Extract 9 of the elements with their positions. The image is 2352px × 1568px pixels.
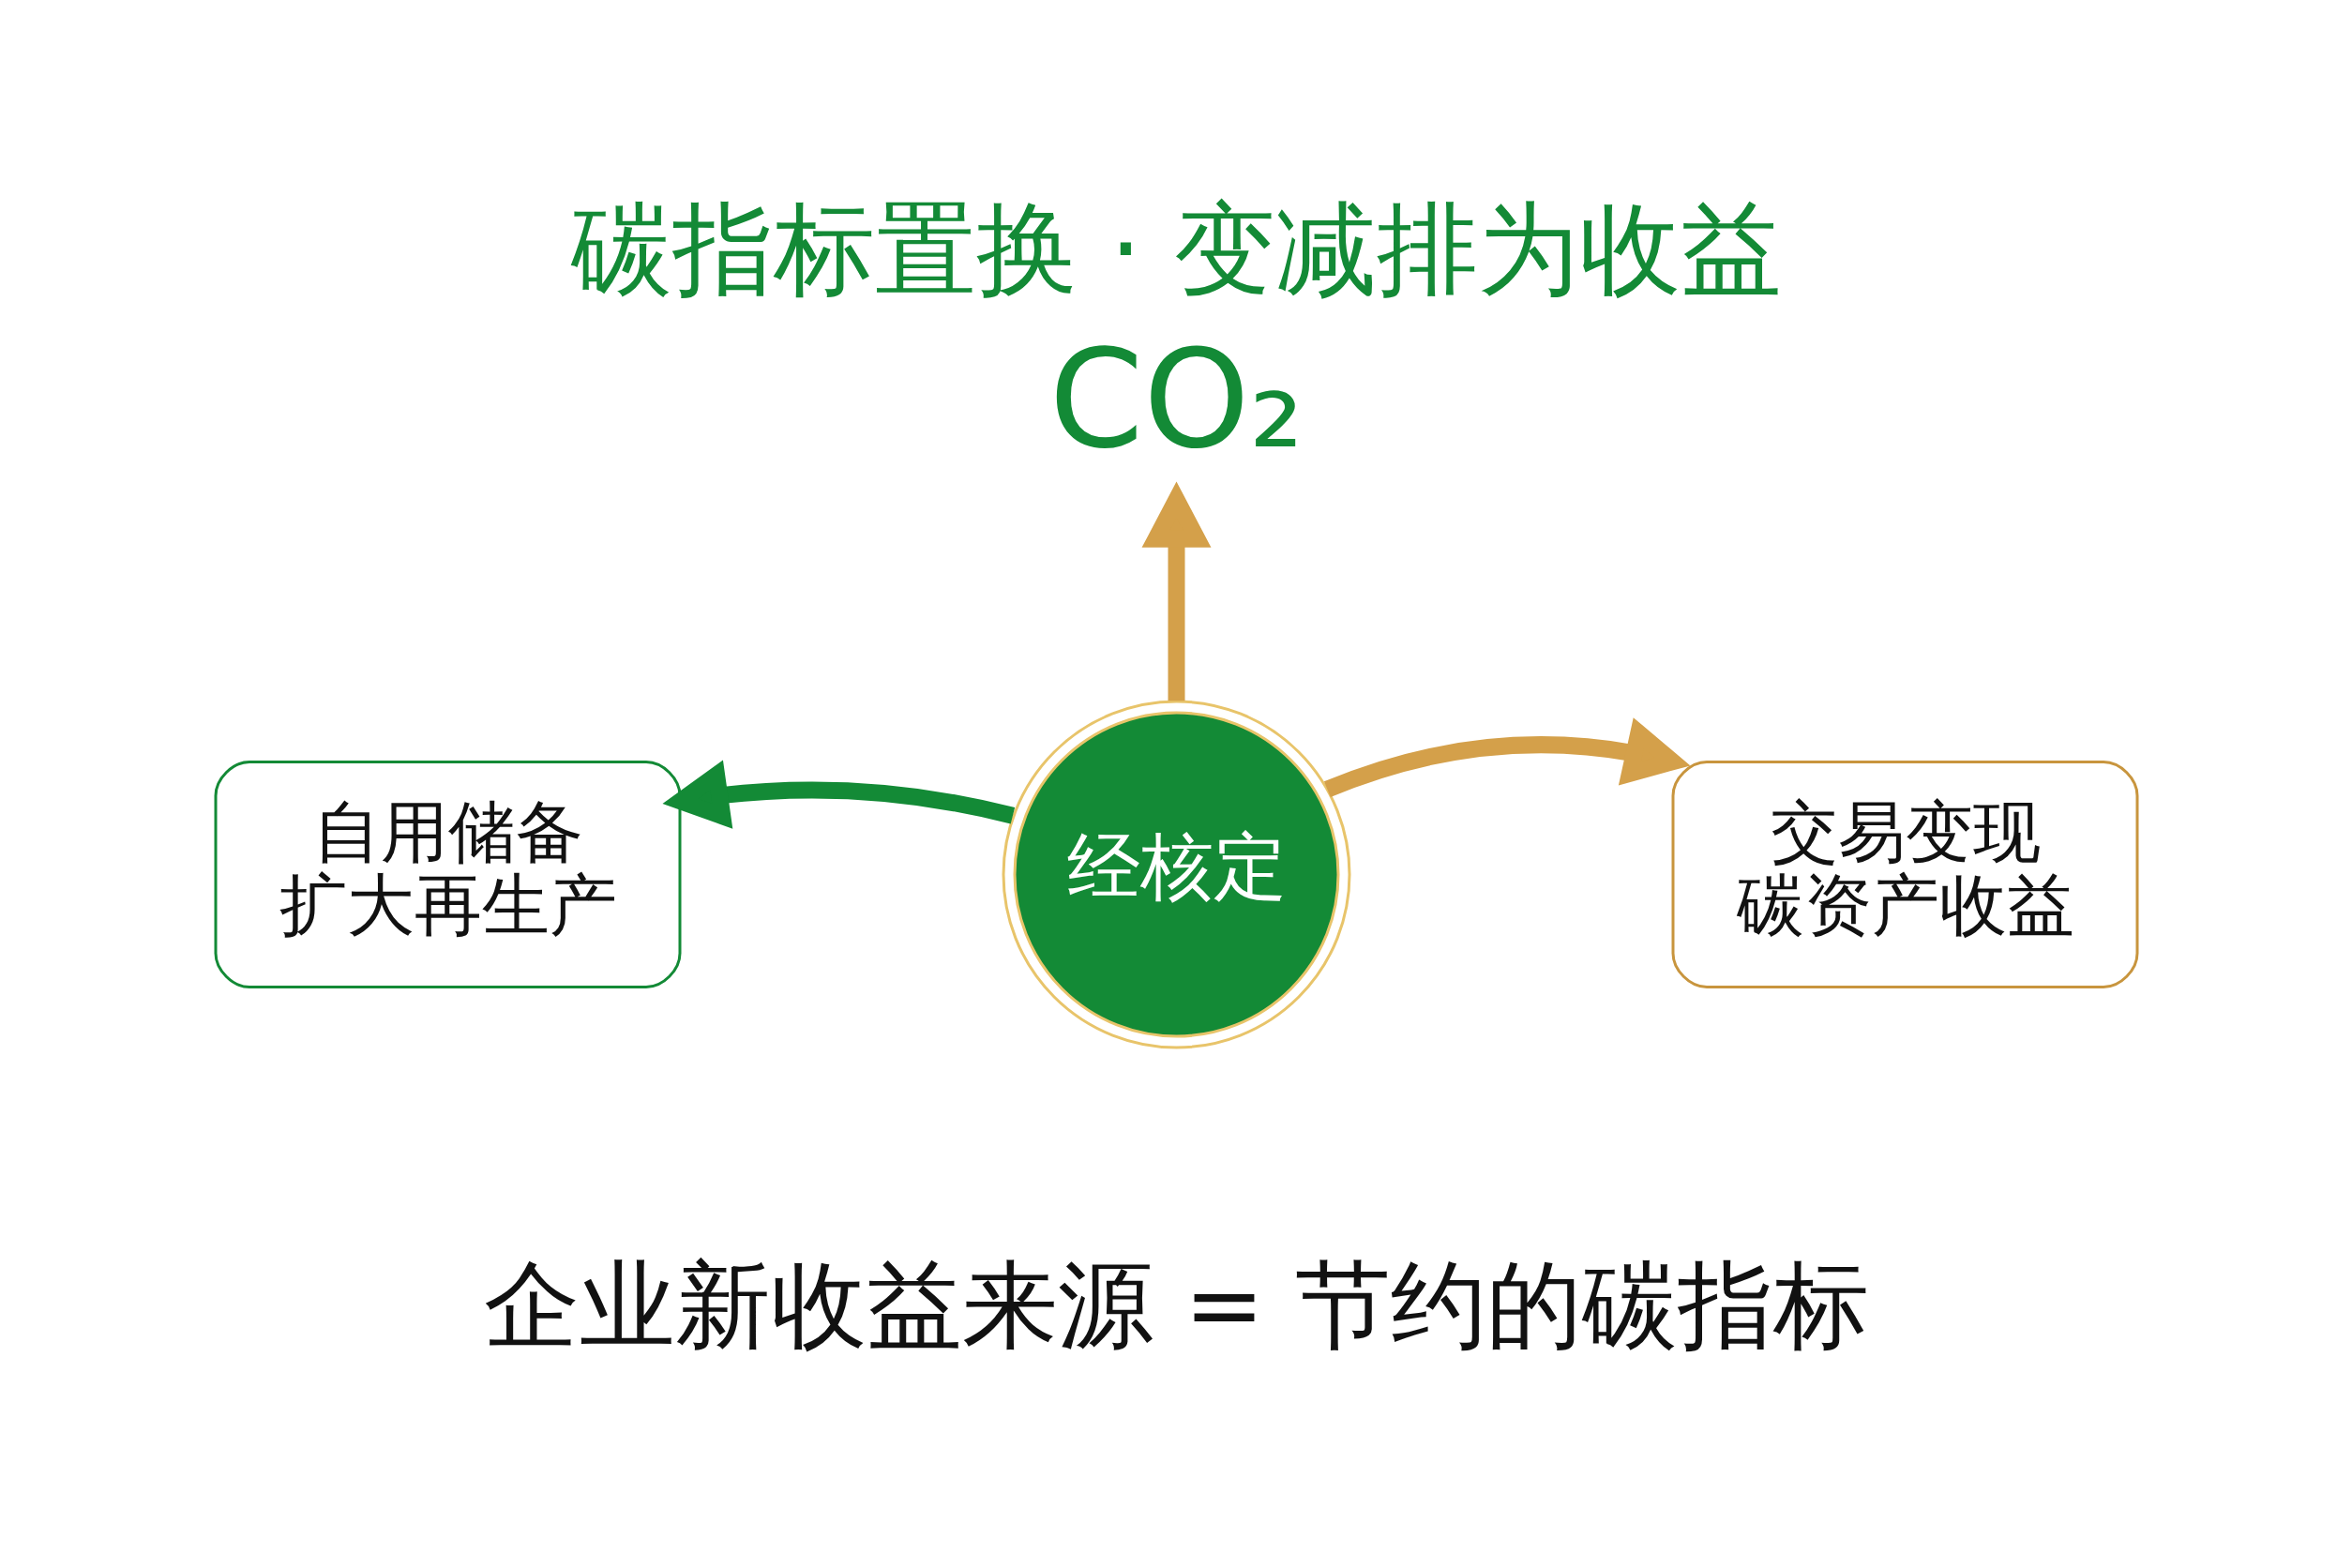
arrow: [1323, 716, 1691, 797]
node-box: 交易变现 碳资产收益: [1671, 760, 2138, 988]
node-text: CO₂: [1048, 320, 1304, 478]
diagram-title: 碳指标置换 · 变减排为收益: [570, 189, 1782, 308]
arrow: [1141, 480, 1211, 701]
node-box: 自用储备 扩大再生产: [214, 760, 681, 988]
label: 企业新收益来源 = 节约的碳指标: [483, 1248, 1869, 1361]
node-circle: 经核定: [1002, 700, 1350, 1048]
arrow: [661, 760, 1015, 829]
